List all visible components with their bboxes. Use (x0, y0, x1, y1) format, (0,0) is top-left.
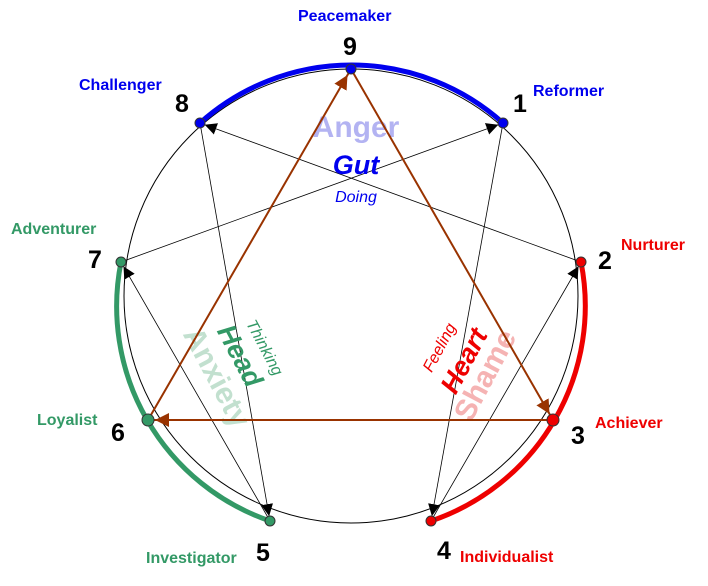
triangle-arrow-9-to-3-line (350, 68, 554, 421)
point-number-7: 7 (88, 246, 102, 274)
point-number-8: 8 (175, 90, 189, 118)
type-name-individualist: Individualist (460, 549, 554, 566)
hexad-arrow-8-to-5-line (199, 122, 271, 522)
point-number-2: 2 (598, 247, 612, 275)
type-name-achiever: Achiever (595, 415, 663, 432)
gut-center-subtitle: Doing (335, 189, 377, 206)
hexad-arrows (120, 122, 582, 522)
point-dot-2 (575, 256, 587, 268)
point-dot-5 (264, 515, 276, 527)
point-dot-9 (345, 63, 357, 75)
type-name-peacemaker: Peacemaker (298, 8, 391, 25)
hexad-arrow-7-to-1-line (120, 122, 504, 263)
triangle-arrows (147, 68, 554, 427)
point-number-1: 1 (513, 90, 527, 118)
gut-center-title: Gut (333, 150, 380, 180)
triangle-arrow-6-to-9-line (147, 68, 352, 421)
point-dot-1 (497, 117, 509, 129)
point-dot-3 (546, 413, 560, 427)
point-dot-8 (194, 117, 206, 129)
type-name-investigator: Investigator (146, 550, 237, 567)
point-dot-7 (115, 256, 127, 268)
hexad-arrow-2-to-8-line (199, 122, 582, 263)
gut-emotion-label: Anger (313, 111, 400, 144)
point-number-4: 4 (437, 537, 451, 565)
hexad-arrow-5-to-7-line (120, 261, 271, 522)
hexad-arrow-1-to-4-line (430, 122, 504, 522)
type-name-reformer: Reformer (533, 83, 604, 100)
type-name-adventurer: Adventurer (11, 221, 96, 238)
type-name-loyalist: Loyalist (37, 412, 98, 429)
type-name-nurturer: Nurturer (621, 237, 685, 254)
point-dot-4 (425, 515, 437, 527)
point-number-9: 9 (343, 33, 357, 61)
point-dots (115, 63, 587, 527)
point-number-3: 3 (571, 422, 585, 450)
point-number-5: 5 (256, 539, 270, 567)
hexad-arrow-4-to-2-line (430, 261, 582, 522)
point-dot-6 (141, 413, 155, 427)
type-name-challenger: Challenger (79, 77, 162, 94)
point-number-6: 6 (111, 419, 125, 447)
